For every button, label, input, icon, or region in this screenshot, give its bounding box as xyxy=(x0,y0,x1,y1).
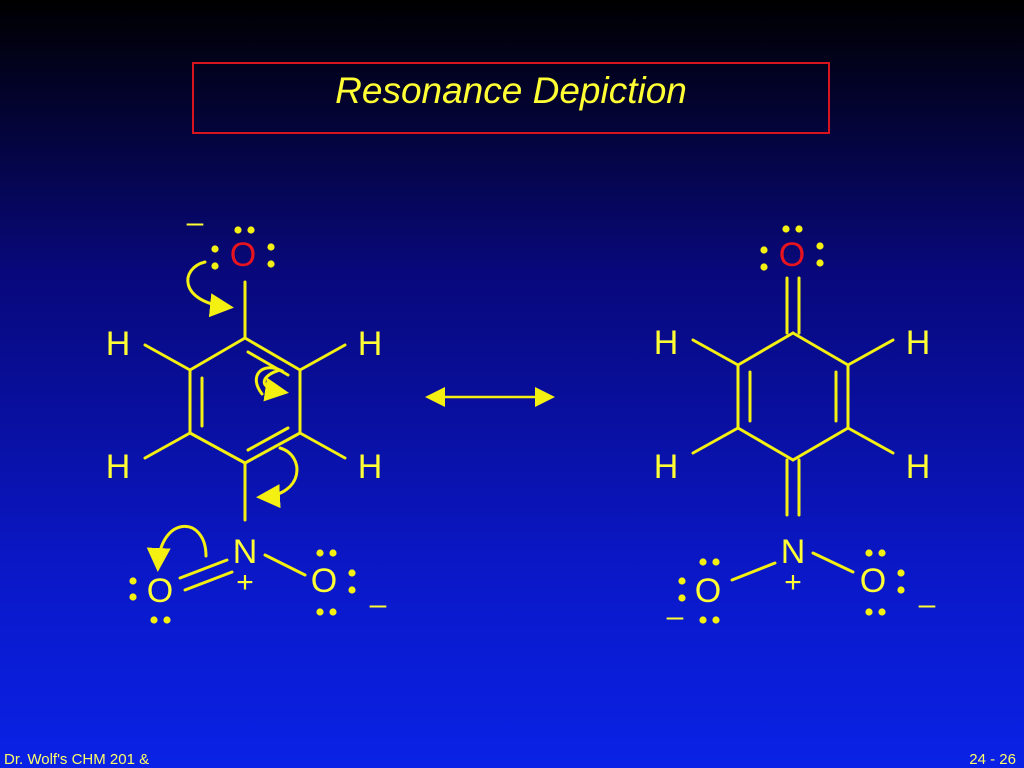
right-lone-pairs xyxy=(678,225,905,624)
ring-bond xyxy=(188,431,247,465)
atom-hydrogen: H xyxy=(654,448,679,486)
ring-bond xyxy=(188,336,247,372)
atom-oxygen: O xyxy=(695,572,721,610)
atom-hydrogen: H xyxy=(906,448,931,486)
ring-bond xyxy=(791,331,850,367)
curved-arrow-icon xyxy=(186,260,234,318)
atom-oxygen: O xyxy=(147,572,173,610)
curved-arrow-icon xyxy=(254,366,289,402)
curved-arrow-icon xyxy=(146,525,208,572)
negative-charge: – xyxy=(919,588,936,621)
atom-hydrogen: H xyxy=(654,324,679,362)
curved-arrow-icon xyxy=(256,446,299,509)
right-structure xyxy=(691,276,895,582)
title-box: Resonance Depiction xyxy=(192,62,830,134)
no-single-bond xyxy=(730,561,777,582)
ring-bond xyxy=(736,426,795,462)
ch-bond xyxy=(846,338,895,367)
right-atom-labels: O H H H H N O O + – – xyxy=(654,236,936,633)
ring-double-bond xyxy=(246,350,290,377)
ch-bond xyxy=(143,431,192,460)
ch-bond xyxy=(298,431,347,460)
ring-bond xyxy=(791,426,850,462)
ring-bond xyxy=(243,336,302,372)
atom-oxygen: O xyxy=(311,562,337,600)
no-single-bond xyxy=(811,551,855,574)
no-single-bond xyxy=(263,553,307,577)
slide-title: Resonance Depiction xyxy=(335,70,687,111)
atom-hydrogen: H xyxy=(906,324,931,362)
no-double-bond xyxy=(178,558,229,580)
atom-hydrogen: H xyxy=(358,325,383,363)
ch-bond xyxy=(846,426,895,455)
positive-charge: + xyxy=(236,566,254,599)
negative-charge: – xyxy=(370,588,387,621)
ring-bond xyxy=(736,331,795,367)
ch-bond xyxy=(691,338,740,367)
positive-charge: + xyxy=(784,566,802,599)
atom-oxygen: O xyxy=(230,236,256,274)
atom-hydrogen: H xyxy=(358,448,383,486)
atom-oxygen: O xyxy=(779,236,805,274)
footer-page-number: 24 - 26 xyxy=(969,751,1016,768)
atom-hydrogen: H xyxy=(106,448,131,486)
ch-bond xyxy=(298,343,347,372)
negative-charge: – xyxy=(187,206,204,239)
left-lone-pairs xyxy=(129,226,356,624)
left-atom-labels: O H H H H N O O + – – xyxy=(106,206,387,621)
no-double-bond xyxy=(183,570,234,592)
atom-nitrogen: N xyxy=(233,533,258,571)
ring-bond xyxy=(243,431,302,465)
ring-double-bond xyxy=(246,426,290,452)
curved-arrows xyxy=(146,260,299,572)
atom-oxygen: O xyxy=(860,562,886,600)
ch-bond xyxy=(143,343,192,372)
negative-charge: – xyxy=(667,600,684,633)
footer-course: Dr. Wolf's CHM 201 & xyxy=(4,751,150,768)
atom-nitrogen: N xyxy=(781,533,806,571)
ch-bond xyxy=(691,426,740,455)
atom-hydrogen: H xyxy=(106,325,131,363)
